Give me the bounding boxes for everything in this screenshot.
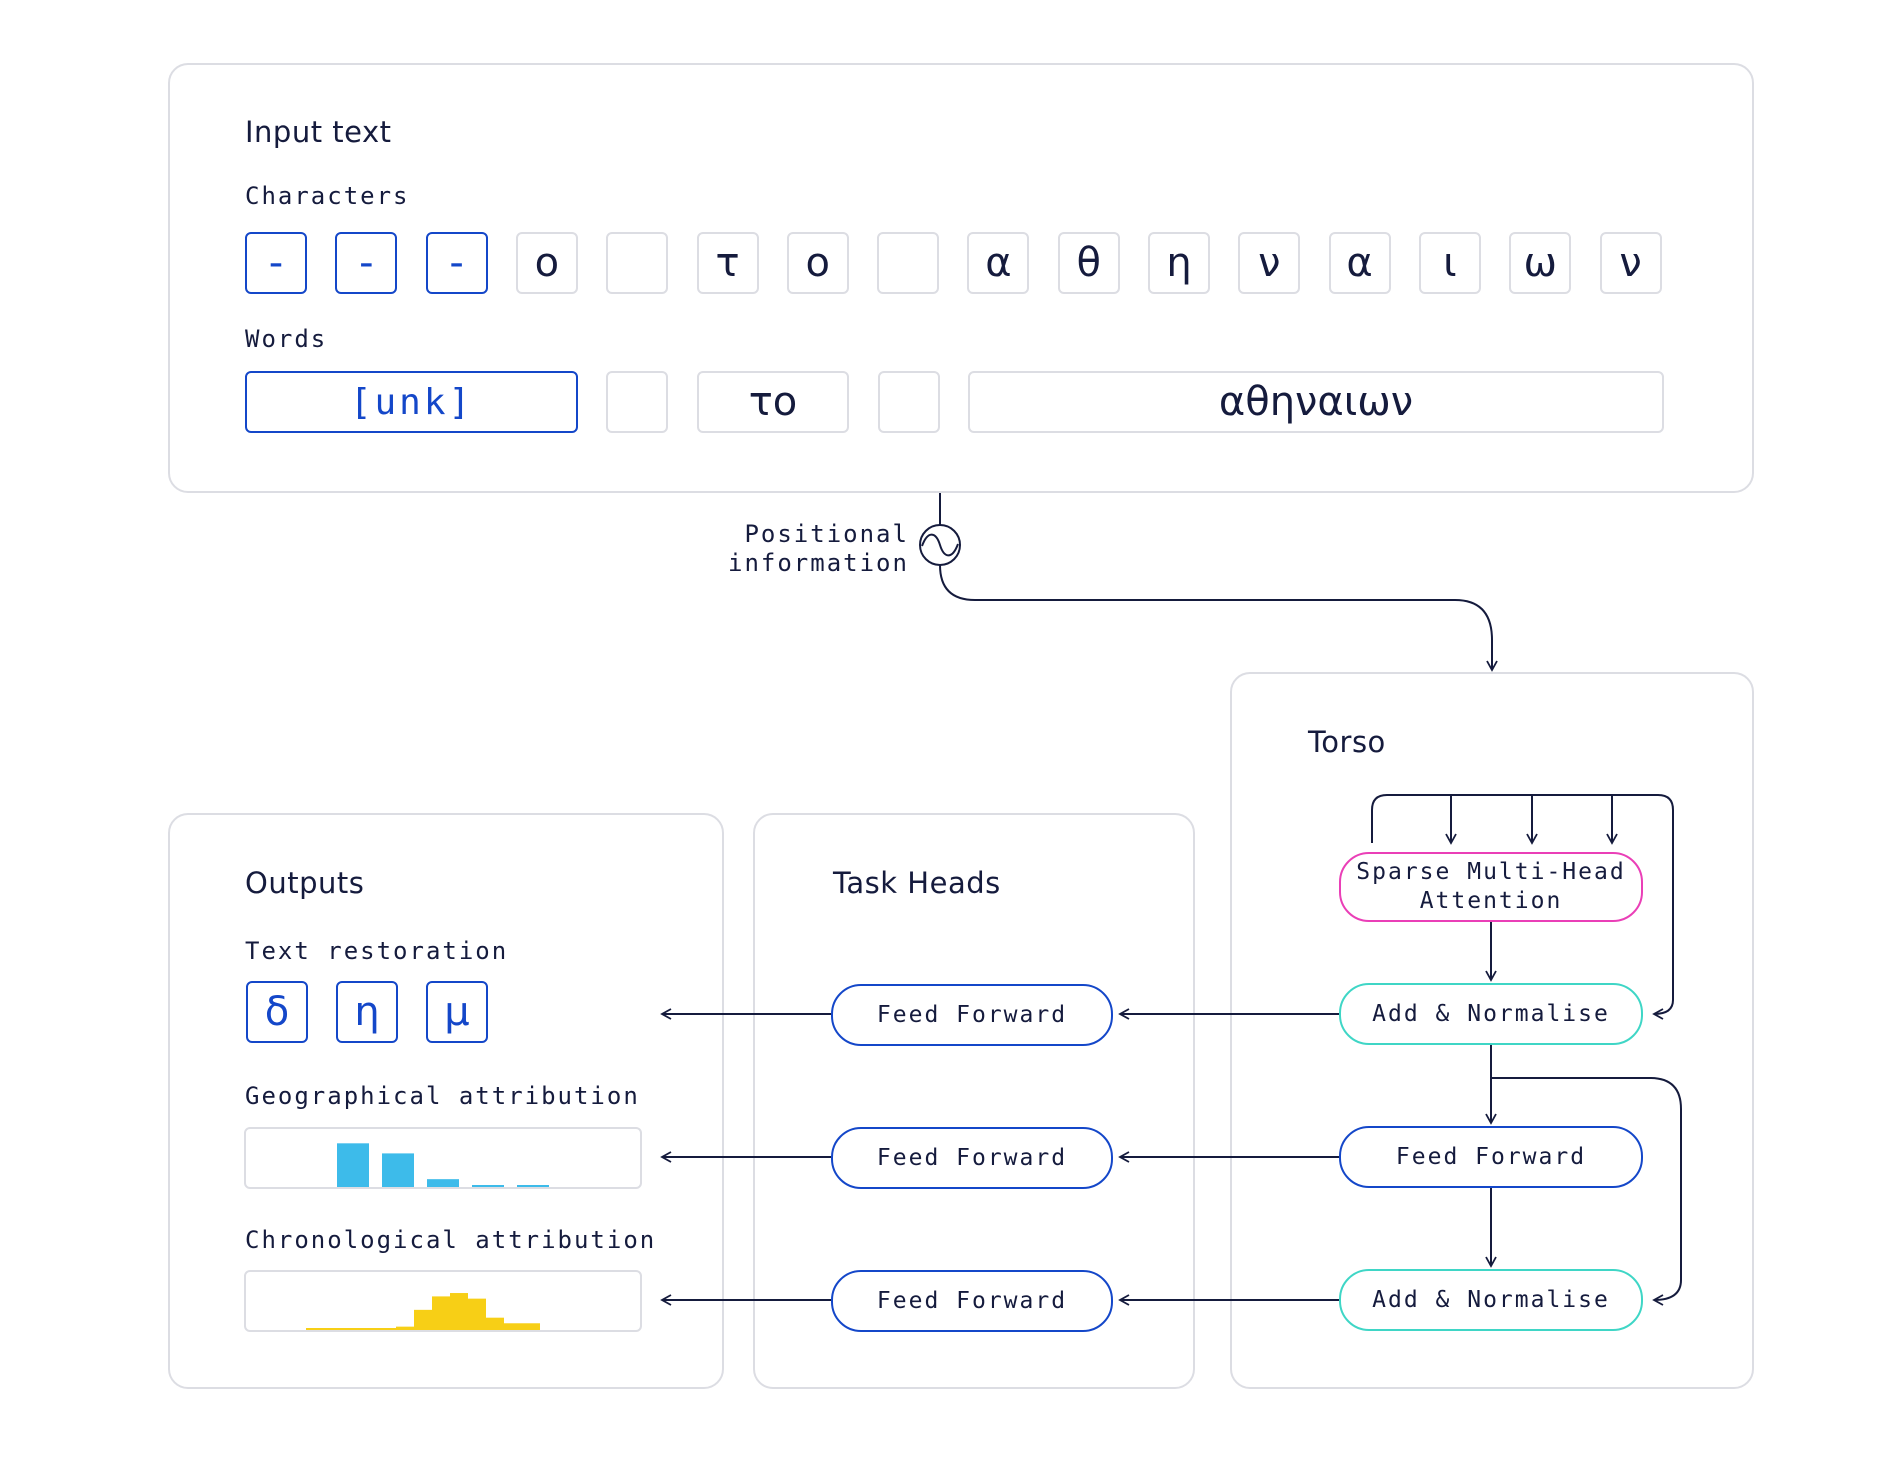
add-normalise-block-2: Add & Normalise [1339,1269,1643,1331]
sparse-multi-head-attention-block: Sparse Multi-Head Attention [1339,852,1643,922]
character-token: ω [1509,232,1572,294]
restored-character: μ [426,981,488,1043]
geo-bar [472,1185,504,1187]
character-token: α [1328,232,1391,294]
torso-feed-forward-block: Feed Forward [1339,1126,1643,1188]
text-restoration-label: Text restoration [245,937,509,965]
chrono-bar [378,1328,396,1330]
character-token [606,232,669,294]
positional-encoding-icon [919,524,961,566]
chronological-attribution-chart [244,1270,642,1332]
chrono-bar [432,1296,450,1330]
word-token [878,371,940,433]
geographical-attribution-label: Geographical attribution [245,1082,640,1110]
torso-title: Torso [1308,725,1386,759]
chrono-bar [522,1323,540,1330]
chrono-bar [306,1328,324,1330]
task-heads-panel [753,813,1195,1389]
character-token: α [967,232,1030,294]
task-heads-title: Task Heads [833,866,1001,900]
word-token: το [697,371,849,433]
geo-bar [382,1153,414,1187]
word-token [606,371,668,433]
character-token: η [1148,232,1210,294]
task-head-feed-forward-3: Feed Forward [831,1270,1113,1332]
characters-label: Characters [245,182,410,210]
chrono-bar [450,1293,468,1330]
positional-to-torso-connector [939,564,1498,672]
character-token: ο [786,232,849,294]
character-token: ν [1238,232,1301,294]
add-normalise-block-1: Add & Normalise [1339,983,1643,1045]
words-label: Words [245,325,328,353]
word-token: [unk] [245,371,578,433]
residual-connection [1491,1077,1682,1306]
geographical-attribution-chart [244,1127,642,1189]
chrono-bar [486,1317,504,1330]
chronological-attribution-label: Chronological attribution [245,1226,657,1254]
chrono-bar [468,1298,486,1330]
outputs-title: Outputs [245,866,365,900]
chrono-bar [396,1326,414,1330]
task-head-feed-forward-2: Feed Forward [831,1127,1113,1189]
character-token: θ [1057,232,1120,294]
character-token: - [425,232,488,294]
character-token: τ [696,232,759,294]
geo-bar [517,1185,549,1187]
restored-character: δ [246,981,308,1043]
character-token: - [335,232,398,294]
chrono-bar [414,1309,432,1330]
geo-bar [337,1143,369,1187]
word-token: αθηναιων [968,371,1664,433]
character-token: ν [1599,232,1662,294]
chrono-bar [342,1328,360,1330]
restored-character: η [336,981,398,1043]
positional-information-label: Positional information [728,520,909,577]
character-token: ι [1418,232,1481,294]
input-text-title: Input text [245,115,392,149]
attention-input-loop [1371,794,1674,1020]
geo-bar [427,1179,459,1187]
task-head-feed-forward-1: Feed Forward [831,984,1113,1046]
character-token [877,232,940,294]
chrono-bar [360,1328,378,1330]
chrono-bar [504,1323,522,1330]
chrono-bar [324,1328,342,1330]
character-token: - [245,232,307,294]
character-token: ο [515,232,578,294]
